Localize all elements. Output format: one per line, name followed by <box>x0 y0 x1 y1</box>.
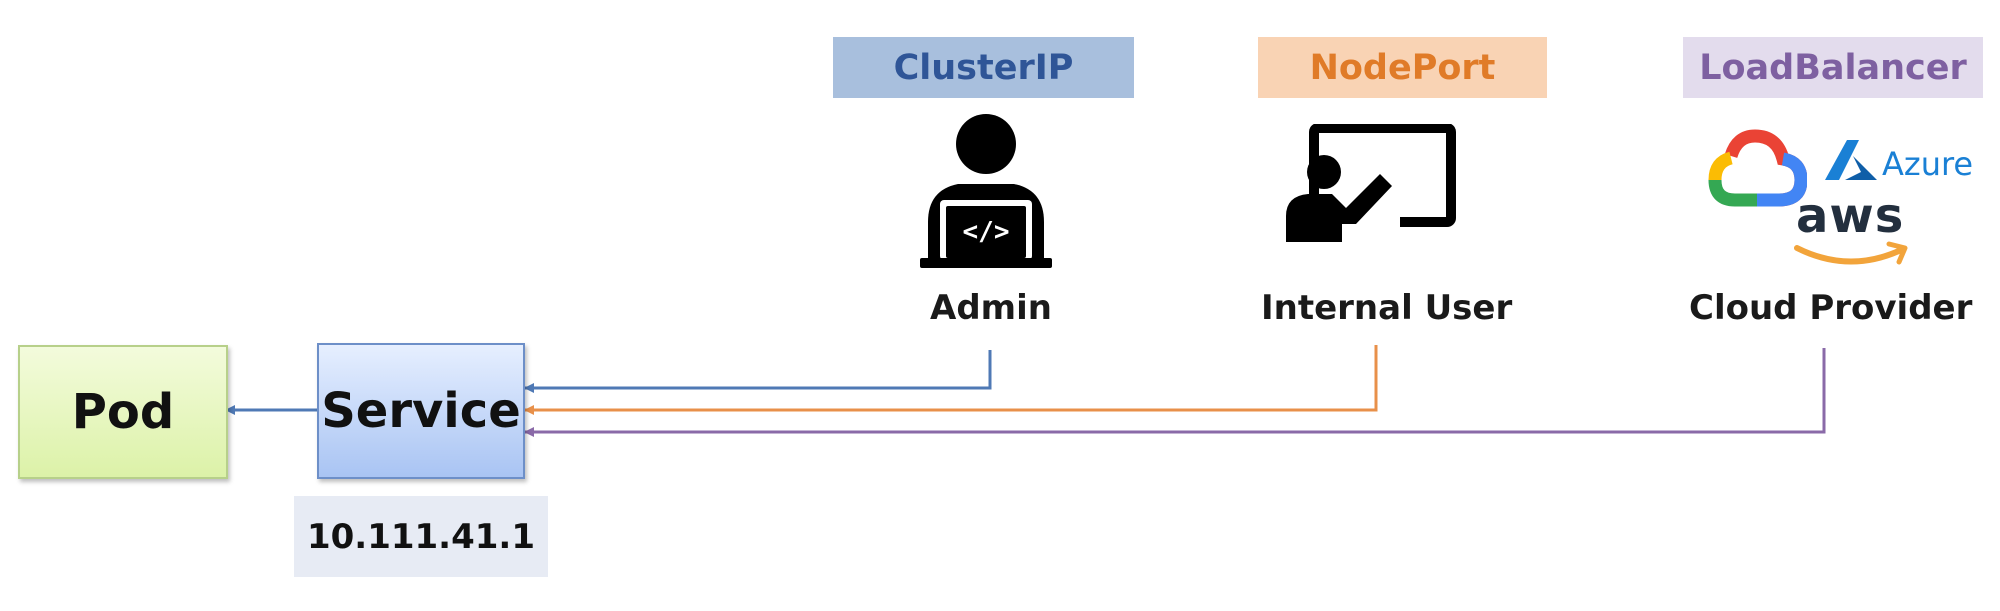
clusterip-arrow <box>524 350 992 393</box>
service-label: Service <box>321 383 521 439</box>
azure-text: Azure <box>1882 145 1974 183</box>
nodeport-text: NodePort <box>1309 47 1496 88</box>
loadbalancer-arrow <box>524 348 1826 437</box>
svg-text:</>: </> <box>963 217 1010 247</box>
nodeport-label: NodePort <box>1258 37 1547 98</box>
google-cloud-logo <box>1708 129 1807 207</box>
admin-caption: Admin <box>930 288 1052 328</box>
loadbalancer-text: LoadBalancer <box>1699 47 1967 88</box>
service-ip-box: 10.111.41.1 <box>294 496 548 577</box>
clusterip-text: ClusterIP <box>893 47 1074 88</box>
aws-logo: aws <box>1796 188 1905 244</box>
pod-box: Pod <box>18 345 228 479</box>
service-box: Service <box>317 343 525 479</box>
azure-logo <box>1825 140 1877 180</box>
loadbalancer-label: LoadBalancer <box>1683 37 1983 98</box>
service-ip-text: 10.111.41.1 <box>306 516 535 557</box>
pod-label: Pod <box>71 384 175 440</box>
cloud-provider-caption: Cloud Provider <box>1689 288 1973 328</box>
internal-user-caption: Internal User <box>1261 288 1513 328</box>
nodeport-arrow <box>524 345 1378 415</box>
clusterip-label: ClusterIP <box>833 37 1134 98</box>
presenter-icon <box>1286 124 1456 242</box>
aws-smile-icon <box>1794 241 1908 265</box>
developer-icon: </> <box>920 114 1052 268</box>
